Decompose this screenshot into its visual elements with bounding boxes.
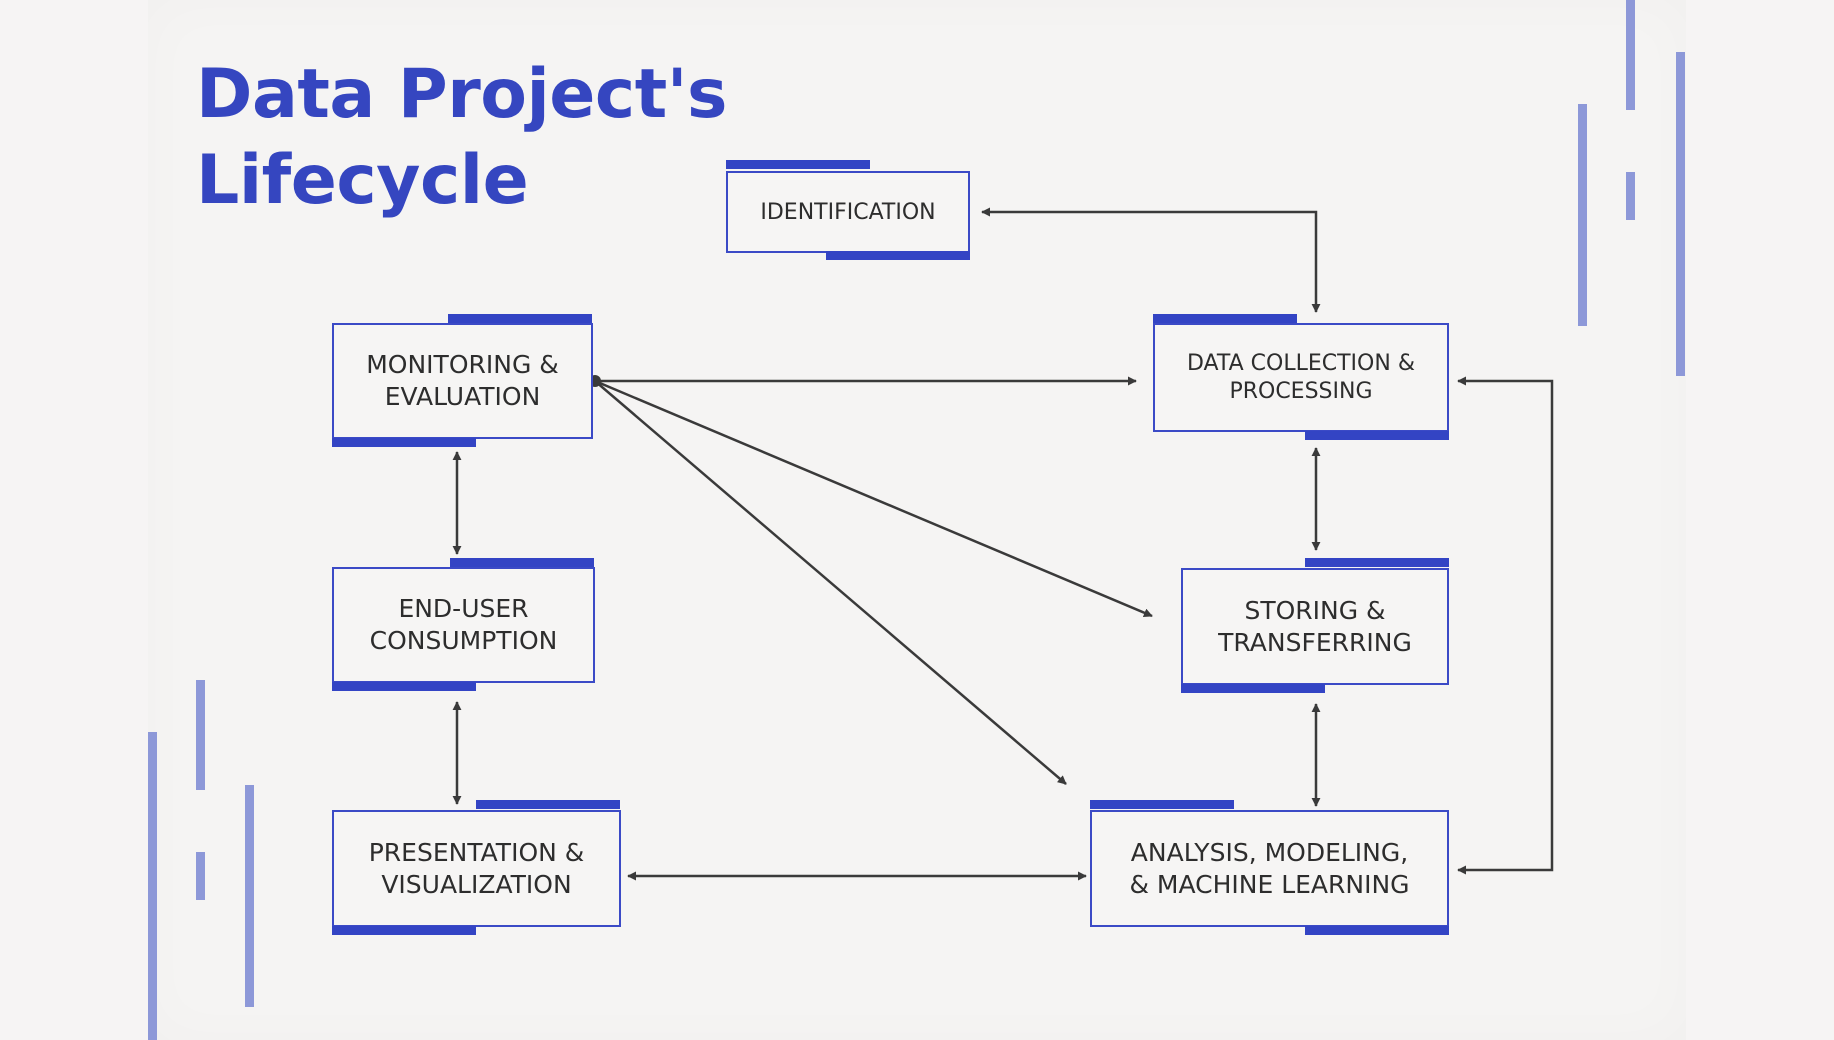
title-line-1: Data Project's: [196, 55, 728, 134]
node-storing-transferring: STORING & TRANSFERRING: [1181, 568, 1449, 685]
accent-bar: [826, 251, 970, 260]
node-data-collection: DATA COLLECTION & PROCESSING: [1153, 323, 1449, 432]
accent-bar: [726, 160, 870, 169]
accent-bar: [1090, 800, 1234, 809]
node-analysis-label: ANALYSIS, MODELING, & MACHINE LEARNING: [1129, 837, 1410, 899]
accent-bar: [448, 314, 592, 323]
node-monitoring-evaluation: MONITORING & EVALUATION: [332, 323, 593, 439]
decorative-bar: [1626, 172, 1635, 220]
accent-bar: [450, 558, 594, 567]
decorative-bar: [196, 680, 205, 790]
accent-bar: [332, 682, 476, 691]
node-identification: IDENTIFICATION: [726, 171, 970, 253]
accent-bar: [1153, 314, 1297, 323]
node-storing-label: STORING & TRANSFERRING: [1218, 595, 1412, 657]
accent-bar: [1305, 431, 1449, 440]
arrow-collection-to-identification: [981, 207, 1321, 313]
title-line-2: Lifecycle: [196, 141, 529, 220]
arrow-monitoring-to-storing: [594, 379, 1153, 618]
node-analysis-modeling: ANALYSIS, MODELING, & MACHINE LEARNING: [1090, 810, 1449, 927]
node-end-user-consumption: END-USER CONSUMPTION: [332, 567, 595, 683]
accent-bar: [476, 800, 620, 809]
decorative-bar: [148, 732, 157, 1040]
decorative-bar: [1626, 0, 1635, 110]
decorative-bar: [1578, 104, 1587, 326]
arrow-monitoring-to-analysis: [594, 380, 1067, 785]
accent-bar: [332, 438, 476, 447]
accent-bar: [1305, 926, 1449, 935]
node-end-user-label: END-USER CONSUMPTION: [369, 594, 558, 655]
decorative-bar: [1676, 52, 1685, 376]
node-monitoring-label: MONITORING & EVALUATION: [366, 350, 559, 411]
accent-bar: [1305, 558, 1449, 567]
decorative-bar: [245, 785, 254, 1007]
accent-bar: [1181, 684, 1325, 693]
node-data-collection-label: DATA COLLECTION & PROCESSING: [1187, 350, 1415, 404]
node-presentation-visualization: PRESENTATION & VISUALIZATION: [332, 810, 621, 927]
node-identification-label: IDENTIFICATION: [760, 199, 936, 225]
node-presentation-label: PRESENTATION & VISUALIZATION: [368, 837, 585, 899]
accent-bar: [332, 926, 476, 935]
page-title: Data Project's Lifecycle: [196, 52, 728, 224]
arrow-analysis-collection: [1457, 376, 1554, 875]
decorative-bar: [196, 852, 205, 900]
